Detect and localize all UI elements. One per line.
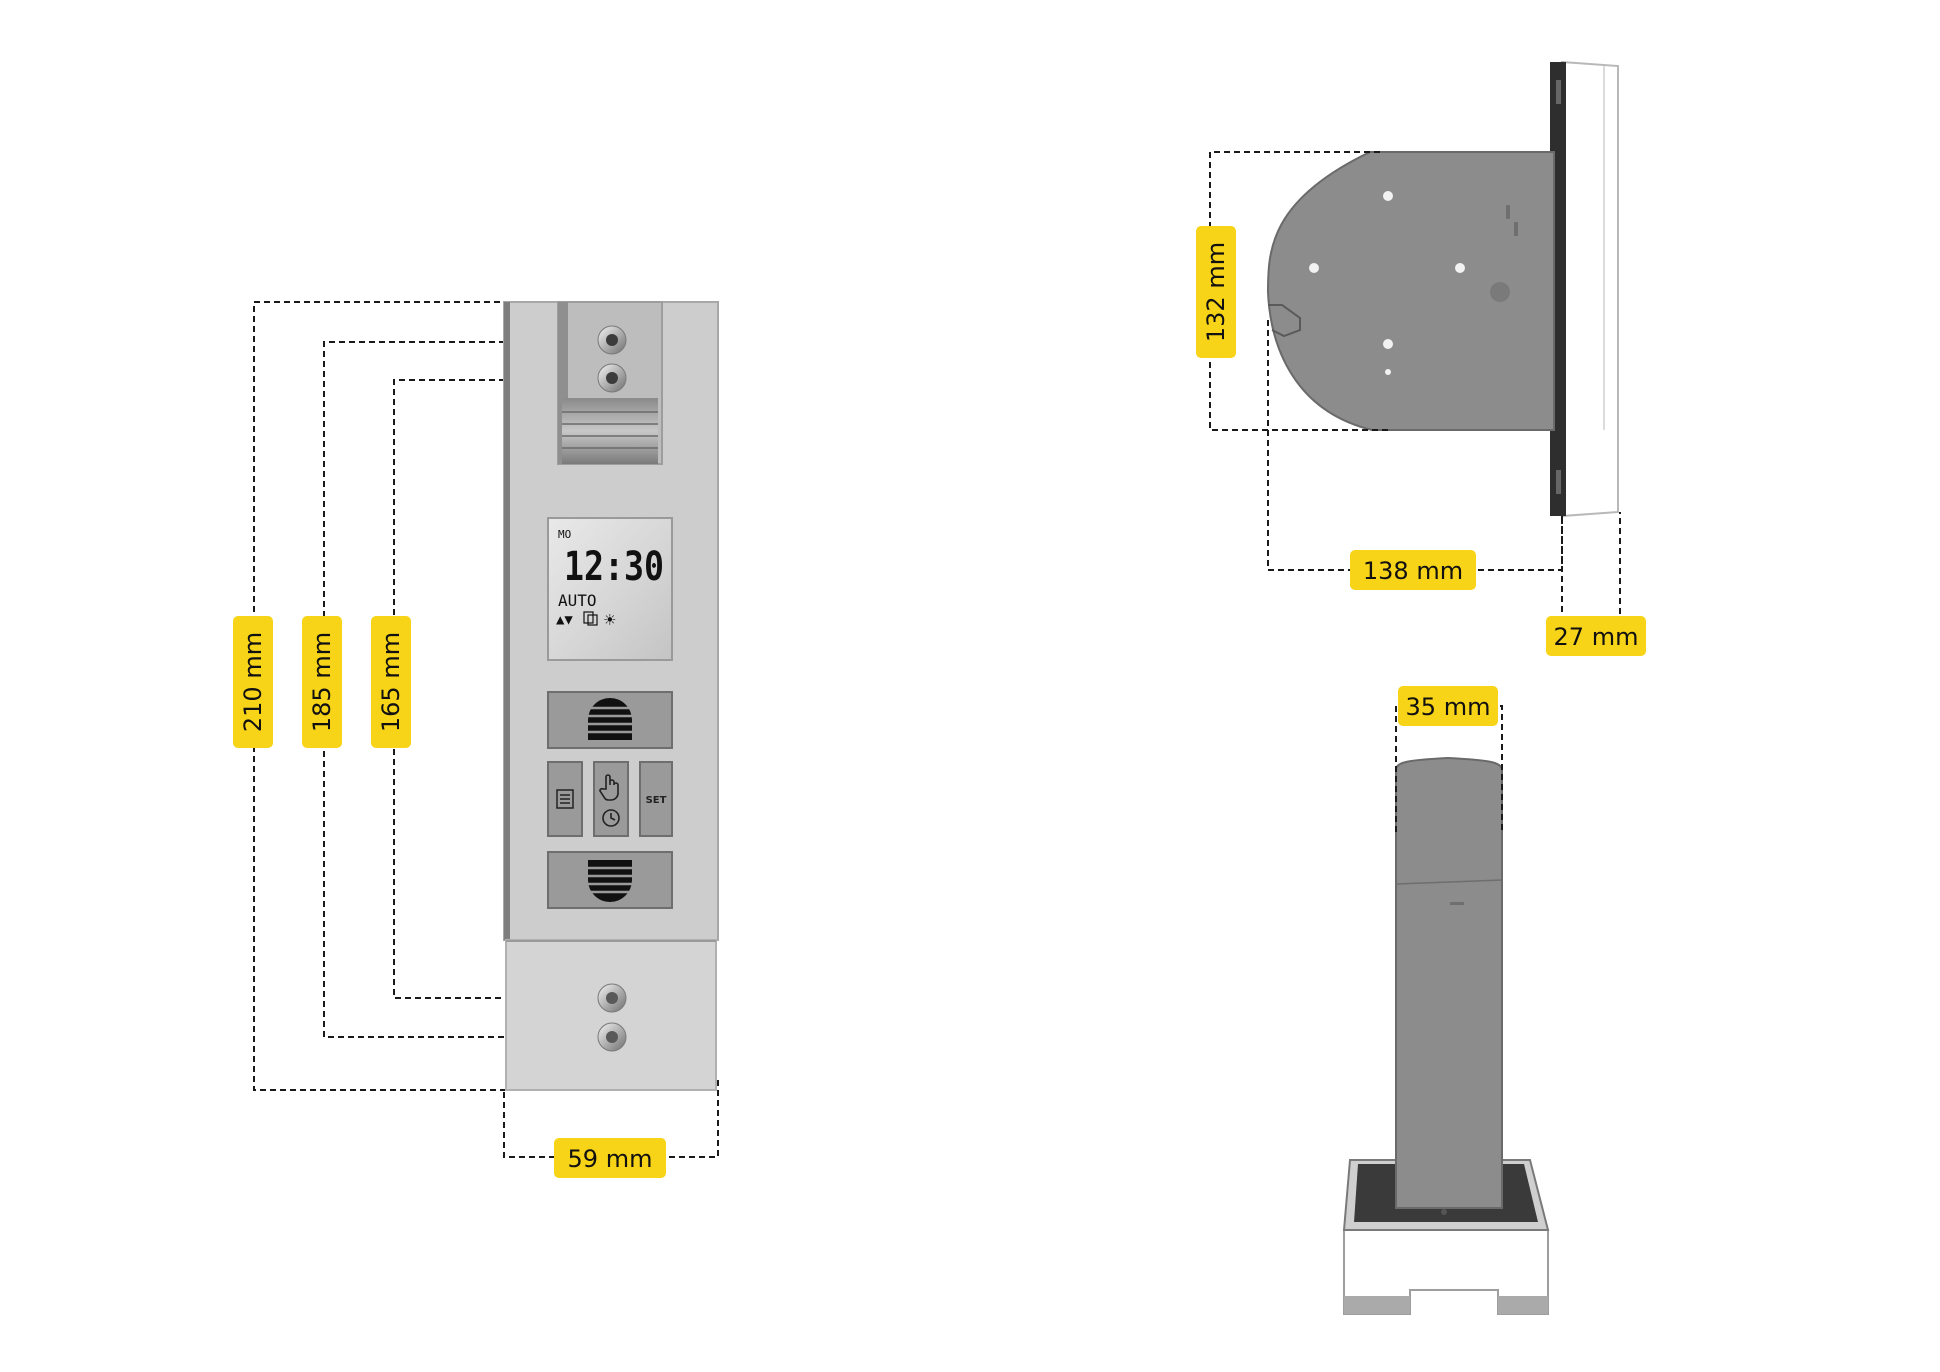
strap-roller: [562, 398, 658, 464]
lcd-day: MO: [558, 528, 571, 541]
set-button-label: SET: [646, 795, 667, 806]
svg-text:27 mm: 27 mm: [1554, 623, 1639, 651]
svg-text:138 mm: 138 mm: [1363, 557, 1463, 585]
lcd-sun-icon: ☀: [603, 611, 616, 629]
label-35-mm: 35 mm: [1398, 686, 1498, 726]
bottom-dimension-lines: [1395, 705, 1503, 832]
screw-top-1: [597, 325, 627, 355]
lcd-arrows: ▲▼: [556, 612, 573, 628]
hand-icon: [599, 774, 619, 801]
housing-left-edge: [504, 302, 510, 940]
plate-holes: [1309, 191, 1465, 375]
svg-text:35 mm: 35 mm: [1406, 693, 1491, 721]
screw-top-2: [597, 363, 627, 393]
svg-text:59 mm: 59 mm: [568, 1145, 653, 1173]
lcd-display: MO 12:30 AUTO ▲▼ ☀: [547, 517, 673, 661]
front-view: MO 12:30 AUTO ▲▼ ☀: [233, 301, 719, 1178]
side-back-panel: [1561, 60, 1619, 518]
grille-up-icon: [586, 698, 634, 740]
svg-text:185 mm: 185 mm: [308, 632, 336, 732]
side-dimension-lines: [1209, 151, 1621, 637]
strap-slot-left-shadow: [558, 302, 568, 464]
housing-lower: [505, 939, 717, 1091]
lcd-manual-icon: [583, 611, 598, 626]
list-icon: [556, 789, 574, 809]
svg-text:210 mm: 210 mm: [239, 632, 267, 732]
label-132-mm: 132 mm: [1196, 226, 1236, 358]
manual-auto-button[interactable]: [593, 761, 629, 837]
label-59-mm: 59 mm: [554, 1138, 666, 1178]
clock-icon: [602, 809, 620, 827]
svg-text:165 mm: 165 mm: [377, 632, 405, 732]
label-185-mm: 185 mm: [302, 616, 342, 748]
set-button[interactable]: SET: [639, 761, 673, 837]
lcd-mode: AUTO: [558, 591, 597, 610]
menu-button[interactable]: [547, 761, 583, 837]
lcd-time: 12:30: [564, 544, 664, 590]
side-view: 132 mm 138 mm 27 mm: [1196, 60, 1646, 656]
side-plate: [1266, 151, 1555, 431]
screw-bottom-2: [597, 1022, 627, 1052]
label-138-mm: 138 mm: [1350, 550, 1476, 590]
bottom-view: 35 mm: [1342, 686, 1550, 1315]
grille-down-icon: [586, 860, 634, 902]
up-button[interactable]: [547, 691, 673, 749]
svg-text:132 mm: 132 mm: [1202, 242, 1230, 342]
bottom-body: [1395, 756, 1503, 1209]
down-button[interactable]: [547, 851, 673, 909]
label-210-mm: 210 mm: [233, 616, 273, 748]
label-165-mm: 165 mm: [371, 616, 411, 748]
label-27-mm: 27 mm: [1546, 616, 1646, 656]
screw-bottom-1: [597, 983, 627, 1013]
